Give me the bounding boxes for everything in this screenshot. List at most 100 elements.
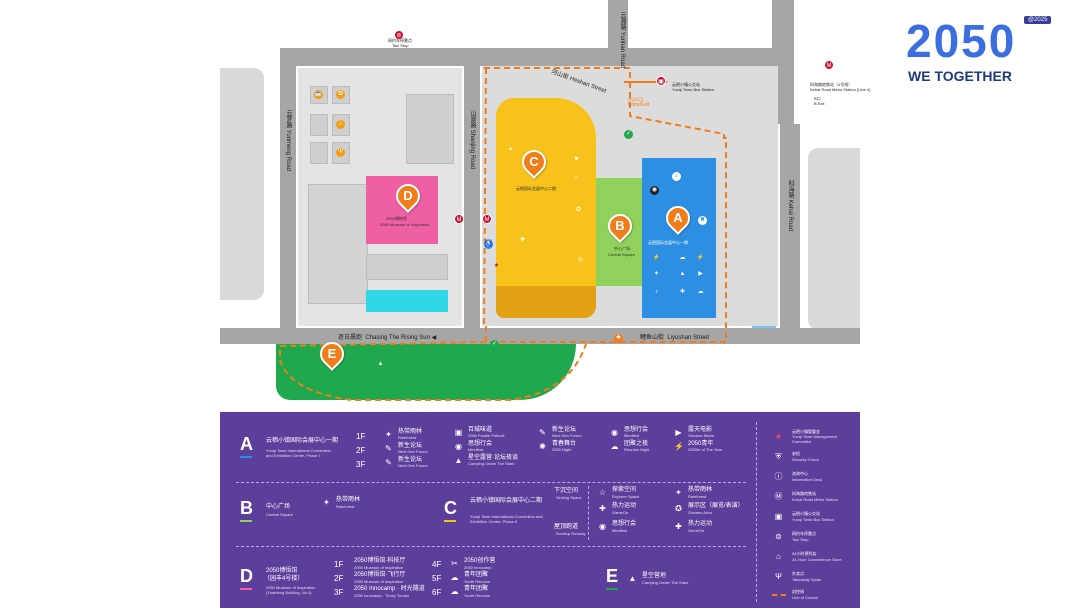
- brand-year: 2050: [906, 15, 1017, 67]
- explorer-icon: ☆: [598, 488, 607, 497]
- kehai-cn: 科海路: [787, 180, 793, 198]
- year-icon: ⚡: [696, 255, 705, 261]
- food-icon: Ψ: [775, 572, 782, 581]
- legend-item: 露天电影: [688, 427, 713, 433]
- legend-e-letter: E: [606, 566, 619, 586]
- legend-a-floor: 1F: [356, 432, 366, 441]
- taxi-icon[interactable]: ⊜: [394, 30, 404, 40]
- bus-station-label: 云栖小镇公交站: [672, 82, 700, 87]
- legend-item: 热带雨林: [398, 429, 423, 435]
- yunhan-en: Yunhan Road: [619, 31, 625, 69]
- shanjing-en: Shanjing Road: [469, 129, 475, 170]
- star-badge-icon: ✖: [698, 216, 707, 225]
- yunhan-road-label: 云瀚路 Yunhan Road: [618, 12, 627, 68]
- legend-item-en: 2050er of The Year: [688, 447, 722, 452]
- metro-icon[interactable]: M: [454, 214, 464, 224]
- tile: [310, 142, 328, 164]
- entry-label-cn: 出入口: [628, 97, 644, 103]
- building: [366, 254, 448, 280]
- gameon-icon: ✚: [675, 522, 682, 531]
- zone-d-label-cn: 2050博物馆: [386, 216, 407, 221]
- legend-item-en: GameOn: [612, 510, 629, 515]
- legend-b-title: 中心广场: [266, 504, 291, 510]
- metro-label-en: Kehai Road Metro Station (Line 4): [810, 87, 871, 92]
- legend-item-en: 2050 Night: [552, 447, 572, 452]
- legend-item-en: Next Gen Forum: [552, 433, 582, 438]
- service-label-en: Line of Control: [792, 595, 819, 600]
- taxi-stop-label: 网约车停靠点: [388, 38, 412, 43]
- reunion-icon: ☁: [450, 587, 459, 596]
- legend-a-letter: A: [240, 434, 253, 454]
- service-label: 科海路地铁站: [792, 491, 816, 496]
- service-label: 云栖小镇管委会: [792, 429, 820, 434]
- rainforest-icon: ✦: [653, 271, 660, 277]
- legend-item-en: Camping Under The Stars: [642, 580, 689, 585]
- rainforest-icon: ✦: [385, 430, 392, 439]
- gameon-icon: ✚: [679, 289, 686, 295]
- night-icon: ✺: [539, 442, 546, 451]
- service-label-en: 24-Hour Convenience Store: [792, 557, 842, 562]
- divider: [588, 486, 589, 540]
- legend-item-en: Reunion Night: [624, 447, 650, 452]
- service-label: 安检: [792, 451, 800, 456]
- brand-slogan: WE TOGETHER: [908, 68, 1012, 84]
- metro-exit-label-en: B Exit: [814, 101, 825, 106]
- forum-icon: ⚡: [652, 255, 661, 261]
- road-yunmeng: [280, 48, 296, 338]
- tent-icon: ▲: [454, 456, 463, 465]
- yunming-en: Yunmeng Road: [285, 129, 291, 172]
- legend-item-en: 2050 Museum of Inspiration: [354, 565, 404, 570]
- legend-c-title: 云栖小镇国际会展中心二期: [470, 498, 543, 504]
- legend-item: 热带雨林: [336, 497, 361, 503]
- legend-d-floor: 6F: [432, 588, 442, 597]
- legend-a-sub: Yunqi Town International Convention and …: [266, 448, 331, 458]
- legend-item: 新生论坛: [398, 443, 423, 449]
- legend-item-en: Outdoor Movie: [688, 433, 715, 438]
- side-block-right: [808, 148, 860, 330]
- building-museum: [366, 176, 438, 244]
- bus-station-label-en: Yunqi Town Bus Station: [672, 87, 714, 92]
- food-icon: Ψ: [336, 148, 345, 157]
- forum-icon: ✎: [385, 444, 392, 453]
- legend-item: 展示区（展览/表演）: [688, 503, 744, 509]
- building: [366, 290, 448, 312]
- building-c-lower: [496, 286, 596, 318]
- legend-c-roof: 屋顶跑道: [554, 524, 579, 530]
- legend-d-title: 2050博悟馆: [266, 568, 298, 574]
- legend-item: 探索空间: [612, 487, 637, 493]
- legend-d-floor: 5F: [432, 574, 442, 583]
- movie-icon: ▶: [698, 271, 703, 277]
- legend-d-bar: [240, 588, 252, 590]
- mindfest-icon: ◉: [599, 522, 606, 531]
- chasing-en: Chasing The Rising Sun: [365, 335, 430, 341]
- legend-item-en: 2050 Museum of Inspiration: [354, 579, 404, 584]
- metro-label: 科海路地铁站（4号线）: [810, 82, 853, 87]
- legend-item-en: Youth Reunion: [464, 593, 491, 598]
- accessibility-icon: ♿: [484, 240, 493, 249]
- metro-icon[interactable]: M: [824, 60, 834, 70]
- service-label-en: Taxi Stop: [792, 537, 809, 542]
- security-icon: ✓: [624, 130, 633, 139]
- kehai-en: Kehai Road: [787, 199, 793, 232]
- legend-item-en: 2050 Foodie Potluck: [468, 433, 505, 438]
- road-top: [280, 48, 780, 66]
- year-icon: ⚡: [674, 442, 684, 451]
- rainforest-icon: ✦: [675, 488, 682, 497]
- food-icon: ♨: [336, 120, 345, 129]
- kehai-road-label: 科海路 Kehai Road: [786, 180, 795, 231]
- building: [406, 94, 454, 164]
- reunion-icon: ☁: [450, 573, 459, 582]
- legend-c-bar: [444, 520, 456, 522]
- bus-icon: ▣: [774, 512, 783, 521]
- legend-b-bar: [240, 520, 252, 522]
- metro-icon[interactable]: M: [482, 214, 492, 224]
- legend-item: 热带雨林: [688, 487, 713, 493]
- star-icon: ★: [493, 263, 500, 269]
- legend-item-en: Next Gen Forum: [398, 449, 428, 454]
- tile: [310, 114, 328, 136]
- bus-icon[interactable]: ▣: [656, 76, 666, 86]
- zone-a-label-cn: 云栖国际会展中心一期: [648, 240, 688, 245]
- security-icon: ✓: [490, 340, 499, 349]
- innocamp-icon: ✂: [451, 559, 458, 568]
- legend-item: 2050创作营: [464, 558, 496, 564]
